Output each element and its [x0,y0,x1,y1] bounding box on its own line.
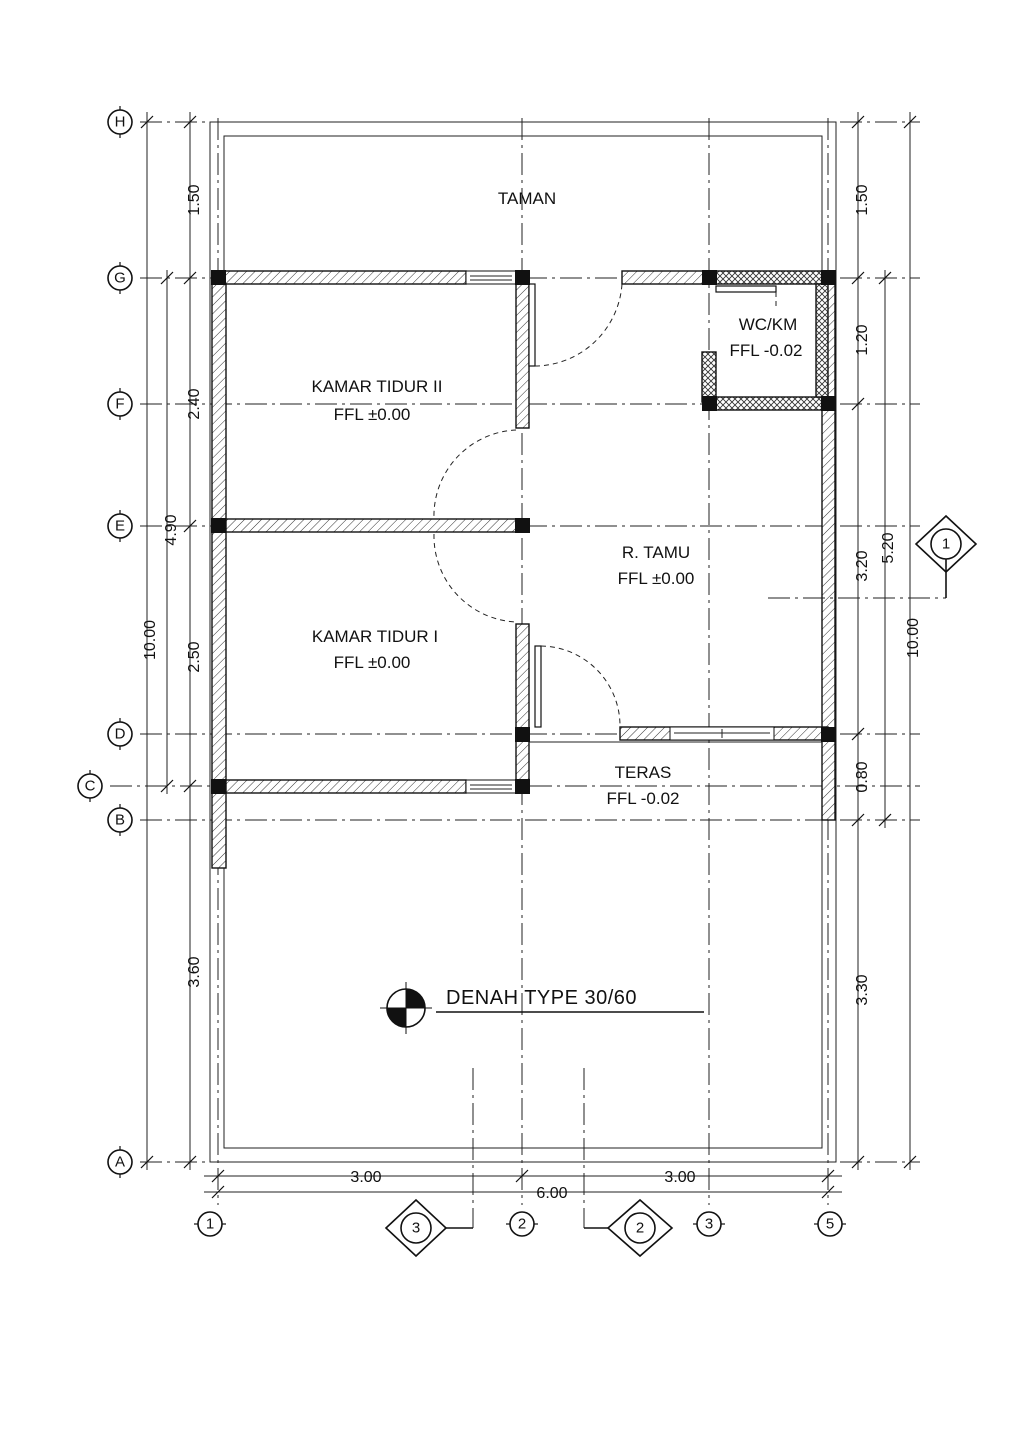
dim-right-2: 1.20 [854,324,871,355]
grid-bubble-h: H [107,106,133,138]
dim-right-5: 3.30 [854,974,871,1005]
dim-right-middle: 5.20 [880,532,897,563]
room-kamar-2-level: FFL ±0.00 [334,405,411,424]
grid-bubble-a: A [107,1146,133,1178]
window-kamar-1 [465,779,517,794]
drawing-title-text: DENAH TYPE 30/60 [446,987,637,1009]
room-kamar-2-name: KAMAR TIDUR II [312,377,443,396]
grid-bubble-3: 3 [693,1211,725,1237]
dim-left-1: 1.50 [186,184,203,215]
window-kamar-2 [465,270,517,285]
dimensions-left: 1.50 2.40 2.50 3.60 4.90 10.00 [140,112,203,1170]
svg-text:D: D [115,726,126,743]
walls [211,270,836,869]
svg-text:2: 2 [636,1220,644,1237]
dim-left-middle: 4.90 [163,514,180,545]
grid-bubble-e: E [107,510,133,542]
svg-text:G: G [114,270,126,287]
dim-right-4: 0.80 [854,761,871,792]
dim-left-3: 2.50 [186,641,203,672]
grid-bubble-5: 5 [814,1211,846,1237]
dim-right-3: 3.20 [854,550,871,581]
svg-text:5: 5 [826,1216,834,1233]
room-taman: TAMAN [498,189,556,208]
grid-bubble-2: 2 [506,1211,538,1237]
columns [211,270,836,794]
dim-bottom-left: 3.00 [350,1169,381,1186]
section-marker-bottom-left: 3 [384,1068,474,1258]
svg-text:C: C [85,778,96,795]
room-kamar-1-level: FFL ±0.00 [334,653,411,672]
row-grid-bubbles: H G F E D C B [77,106,133,1178]
dim-bottom-total: 6.00 [536,1185,567,1202]
dim-left-2: 2.40 [186,388,203,419]
grid-bubble-b: B [107,804,133,836]
dimensions-bottom: 3.00 3.00 6.00 [204,1169,842,1202]
svg-text:H: H [115,114,126,131]
dim-left-total: 10.00 [142,620,159,660]
door-kamar-2 [528,283,623,367]
column-grid-bubbles: 1 2 3 5 [194,1211,846,1237]
door-wc [715,285,777,310]
room-wc-name: WC/KM [739,315,798,334]
svg-text:B: B [115,812,125,829]
svg-text:1: 1 [206,1216,214,1233]
svg-text:3: 3 [705,1216,713,1233]
room-labels: TAMAN KAMAR TIDUR II FFL ±0.00 KAMAR TID… [312,189,803,808]
room-teras-level: FFL -0.02 [606,789,679,808]
svg-text:1: 1 [942,536,950,553]
dim-right-total: 10.00 [905,618,922,658]
room-teras-name: TERAS [615,763,672,782]
window-ruang-tamu [669,726,775,741]
door-main-entrance [534,645,621,728]
svg-text:3: 3 [412,1220,420,1237]
dim-bottom-right: 3.00 [664,1169,695,1186]
grid-bubble-g: G [107,262,133,294]
section-marker-right: 1 [768,514,978,599]
svg-text:F: F [115,396,124,413]
room-tamu-name: R. TAMU [622,543,690,562]
grid-bubble-c: C [77,770,103,802]
svg-text:2: 2 [518,1216,526,1233]
room-kamar-1-name: KAMAR TIDUR I [312,627,438,646]
dim-right-1: 1.50 [854,184,871,215]
door-kamar-1 [433,533,517,623]
drawing-title: DENAH TYPE 30/60 [380,982,704,1034]
door-kamar-2-lower [433,429,517,520]
section-marker-bottom-right: 2 [583,1068,674,1258]
room-tamu-level: FFL ±0.00 [618,569,695,588]
grid-bubble-d: D [107,718,133,750]
windows [465,270,775,794]
grid-bubble-1: 1 [194,1211,226,1237]
svg-text:E: E [115,518,125,535]
doors [433,283,822,743]
room-wc-level: FFL -0.02 [729,341,802,360]
svg-text:A: A [115,1154,125,1171]
dim-left-4: 3.60 [186,956,203,987]
grid-bubble-f: F [107,388,133,420]
dimensions-right: 1.50 1.20 3.20 0.80 3.30 5.20 10.00 [851,112,922,1170]
